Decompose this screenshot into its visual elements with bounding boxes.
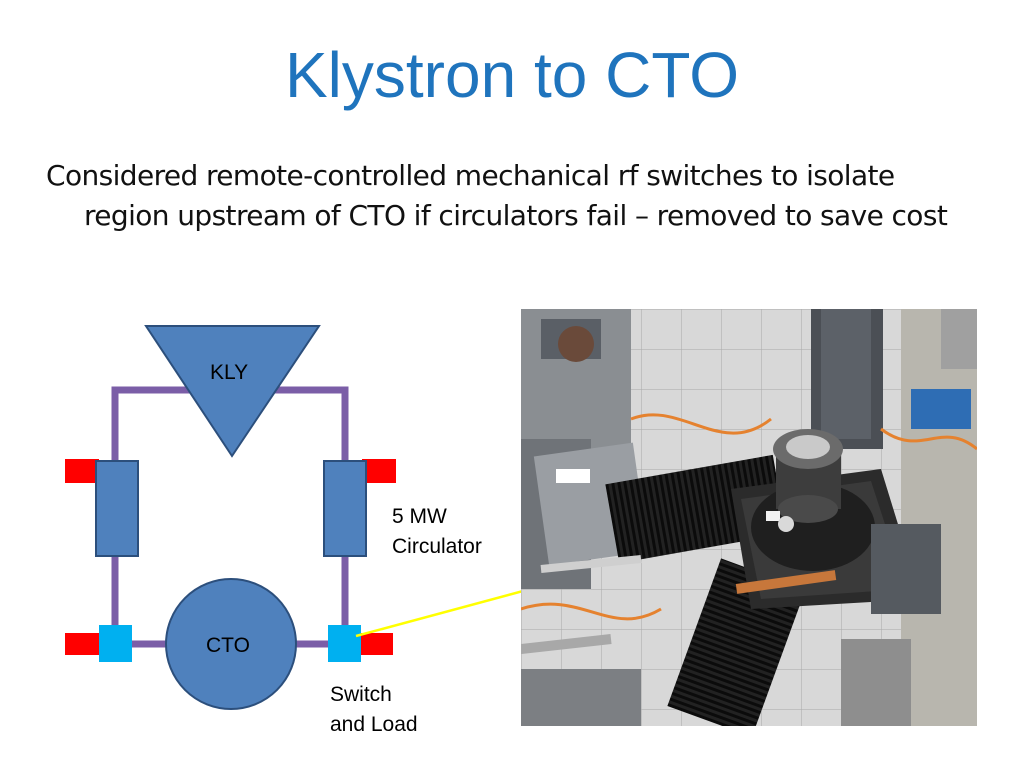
switch-load-right xyxy=(359,633,393,655)
switch-label-line2: and Load xyxy=(330,713,418,736)
switch-left xyxy=(99,625,132,662)
switch-load-left xyxy=(65,633,101,655)
klystron-shape xyxy=(144,325,321,458)
switch-label-line1: Switch xyxy=(330,683,392,706)
bullet-line-1: Considered remote-controlled mechanical … xyxy=(46,159,895,192)
circulator-left xyxy=(95,460,139,557)
slide-title: Klystron to CTO xyxy=(284,39,740,111)
bullet-line-2: region upstream of CTO if circulators fa… xyxy=(84,199,948,232)
switch-right xyxy=(328,625,361,662)
klystron-label: KLY xyxy=(210,361,249,384)
circulator-label-line2: Circulator xyxy=(392,535,482,558)
circulator-load-right xyxy=(362,459,396,483)
circulator-photo xyxy=(521,309,977,726)
cto-shape xyxy=(165,578,297,710)
switch-label: Switch and Load xyxy=(330,680,418,740)
circulator-load-left xyxy=(65,459,99,483)
circulator-label: 5 MW Circulator xyxy=(392,502,482,562)
circulator-right xyxy=(323,460,367,557)
cto-label: CTO xyxy=(206,634,250,657)
bullet-text: Considered remote-controlled mechanical … xyxy=(46,156,996,236)
circulator-label-line1: 5 MW xyxy=(392,505,447,528)
